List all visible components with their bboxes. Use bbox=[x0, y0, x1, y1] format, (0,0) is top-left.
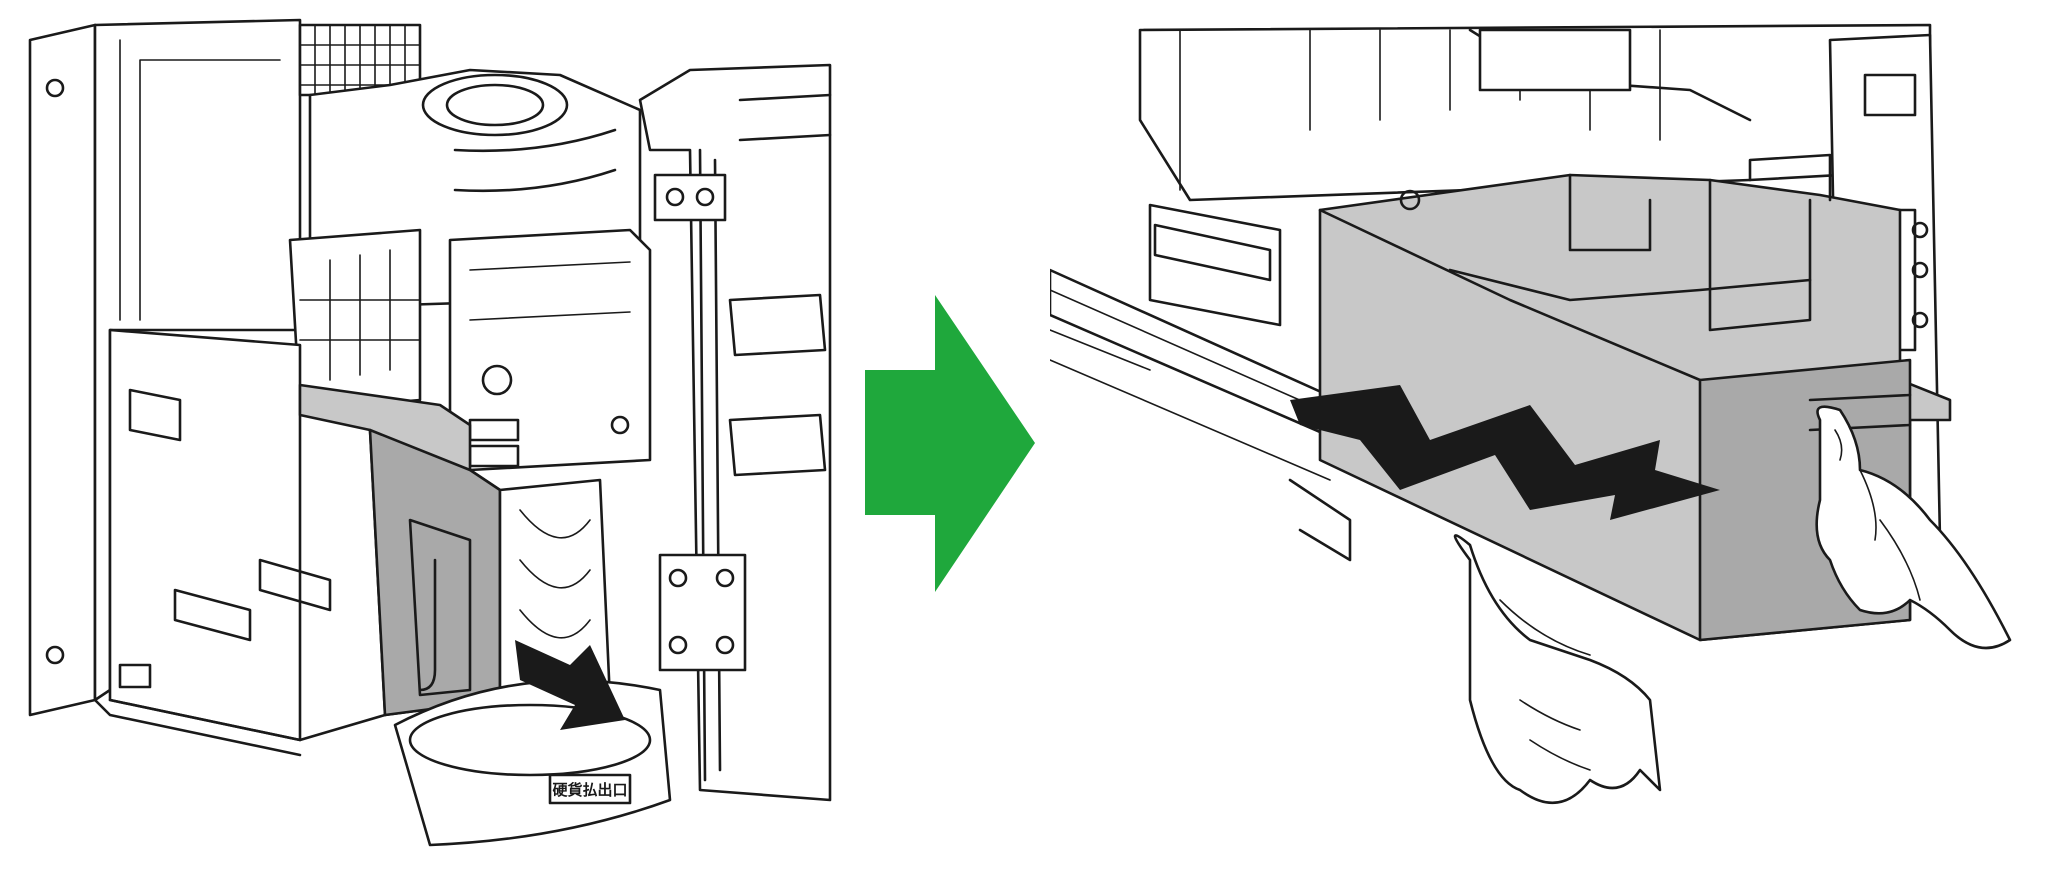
frame-detail bbox=[119, 39, 281, 321]
upper-box bbox=[1478, 28, 1632, 92]
screw bbox=[45, 645, 65, 665]
dial bbox=[481, 364, 513, 396]
side-bracket bbox=[288, 228, 422, 412]
right-illustration bbox=[1050, 0, 2048, 886]
rail-end bbox=[1288, 478, 1352, 562]
housing-left-wall bbox=[28, 23, 97, 717]
screw bbox=[610, 415, 630, 435]
front-door bbox=[638, 63, 832, 802]
screw bbox=[45, 78, 65, 98]
small-switch bbox=[118, 663, 152, 689]
transition-arrow bbox=[855, 0, 1055, 886]
hopper-opening bbox=[421, 73, 569, 137]
move-direction-arrow bbox=[515, 640, 625, 730]
green-arrow-icon bbox=[865, 295, 1035, 592]
base-edge bbox=[93, 698, 387, 757]
left-hand bbox=[1453, 534, 1662, 805]
latch bbox=[1863, 73, 1917, 117]
hopper-ribs bbox=[453, 128, 617, 193]
door-panels bbox=[728, 293, 827, 477]
module-top-edge bbox=[1318, 208, 1702, 382]
upper-hinge bbox=[653, 173, 727, 222]
lower-hinge bbox=[658, 553, 747, 672]
left-illustration: 硬貨払出口 bbox=[0, 0, 860, 886]
module-cover bbox=[408, 518, 472, 697]
module-handle-recess bbox=[1708, 178, 1812, 332]
screw bbox=[1399, 189, 1421, 211]
machine-interior-drawing: 硬貨払出口 bbox=[28, 18, 832, 847]
coin-outlet-label: 硬貨払出口 bbox=[552, 781, 627, 799]
right-hand bbox=[1815, 405, 2012, 650]
module-removal-drawing bbox=[1050, 23, 2012, 805]
outlet-label-plate bbox=[548, 773, 632, 805]
pull-direction-arrow bbox=[1290, 385, 1720, 520]
panel-slots bbox=[128, 388, 332, 642]
green-arrow-svg bbox=[865, 295, 1035, 592]
left-panel-slot bbox=[1148, 203, 1282, 327]
